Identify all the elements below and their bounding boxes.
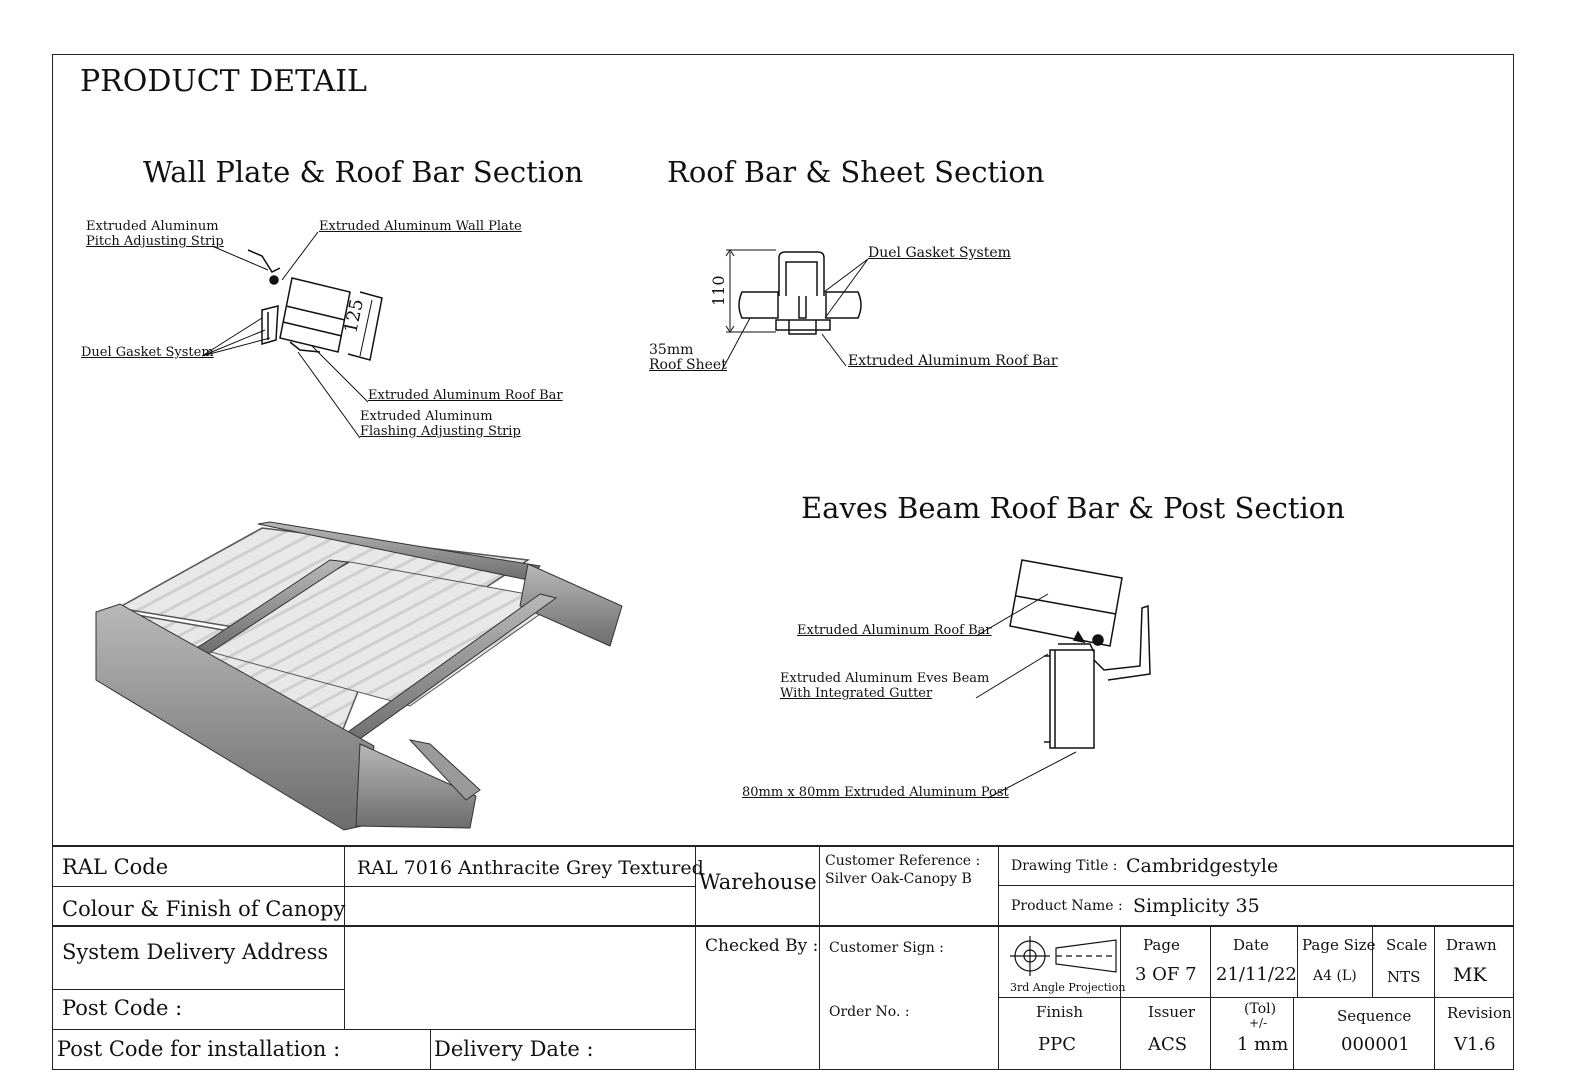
roof-sheet-section-title: Roof Bar & Sheet Section: [667, 155, 1045, 189]
page-label: Page: [1143, 936, 1180, 954]
canopy-3d-render: [95, 521, 623, 831]
drawing-frame: [52, 54, 1514, 1070]
flashing-label-line2: Flashing Adjusting Strip: [360, 424, 521, 439]
eaves-roof-bar-label: Extruded Aluminum Roof Bar: [797, 623, 992, 638]
sheet-roof-bar-label: Extruded Aluminum Roof Bar: [848, 353, 1058, 369]
sequence-label: Sequence: [1337, 1007, 1412, 1025]
warehouse-label: Warehouse: [699, 870, 817, 894]
roof-sheet-label-line1: 35mm: [649, 342, 694, 358]
page-value: 3 OF 7: [1135, 964, 1197, 985]
colour-finish-label: Colour & Finish of Canopy: [62, 897, 346, 921]
sheet-gasket-label: Duel Gasket System: [868, 245, 1011, 261]
wall-gasket-label: Duel Gasket System: [81, 345, 214, 360]
checked-by-label: Checked By :: [705, 936, 819, 956]
date-value: 21/11/22: [1216, 964, 1297, 985]
page-size-label: Page Size: [1302, 936, 1376, 954]
eaves-section-drawing: [975, 559, 1151, 799]
tolerance-value: 1 mm: [1237, 1034, 1289, 1055]
post-code-install-label: Post Code for installation :: [57, 1037, 341, 1061]
date-label: Date: [1233, 936, 1269, 954]
post-label: 80mm x 80mm Extruded Aluminum Post: [742, 785, 1009, 800]
flashing-label-line1: Extruded Aluminum: [360, 409, 493, 424]
issuer-value: ACS: [1148, 1034, 1188, 1055]
customer-reference-value: Silver Oak-Canopy B: [825, 871, 972, 887]
scale-label: Scale: [1386, 936, 1428, 954]
ral-code-value: RAL 7016 Anthracite Grey Textured: [357, 857, 704, 879]
finish-label: Finish: [1036, 1003, 1084, 1021]
page-size-value: A4 (L): [1313, 968, 1357, 984]
roof-sheet-dimension: 110: [709, 275, 728, 306]
revision-value: V1.6: [1454, 1034, 1496, 1055]
tolerance-label-line2: +/-: [1249, 1016, 1268, 1030]
eaves-beam-label-line1: Extruded Aluminum Eves Beam: [780, 671, 990, 686]
product-name-label: Product Name :: [1011, 898, 1123, 914]
eaves-beam-label-line2: With Integrated Gutter: [780, 686, 933, 701]
drawing-title-value: Cambridgestyle: [1126, 855, 1279, 877]
wall-plate-section-drawing: [201, 231, 383, 439]
roof-sheet-section-drawing: [721, 249, 869, 371]
pitch-strip-label-line2: Pitch Adjusting Strip: [86, 234, 224, 249]
wall-plate-section-title: Wall Plate & Roof Bar Section: [143, 155, 584, 189]
revision-label: Revision: [1447, 1004, 1512, 1022]
page-heading: PRODUCT DETAIL: [80, 64, 367, 99]
roof-sheet-label-line2: Roof Sheet: [649, 357, 727, 373]
ral-code-label: RAL Code: [62, 855, 169, 879]
finish-value: PPC: [1038, 1034, 1076, 1055]
customer-reference-label: Customer Reference :: [825, 853, 981, 869]
post-code-label: Post Code :: [62, 996, 183, 1020]
wall-plate-label: Extruded Aluminum Wall Plate: [319, 219, 522, 234]
tolerance-label-line1: (Tol): [1244, 1001, 1277, 1017]
product-name-value: Simplicity 35: [1133, 895, 1260, 917]
eaves-section-title: Eaves Beam Roof Bar & Post Section: [801, 491, 1345, 525]
delivery-date-label: Delivery Date :: [434, 1037, 594, 1061]
customer-sign-label: Customer Sign :: [829, 940, 944, 956]
pitch-strip-label-line1: Extruded Aluminum: [86, 219, 219, 234]
scale-value: NTS: [1387, 968, 1421, 986]
order-no-label: Order No. :: [829, 1004, 910, 1020]
sequence-value: 000001: [1341, 1034, 1410, 1055]
drawing-title-label: Drawing Title :: [1011, 858, 1118, 874]
projection-label: 3rd Angle Projection: [1010, 981, 1126, 994]
issuer-label: Issuer: [1148, 1003, 1196, 1021]
drawn-label: Drawn: [1446, 936, 1497, 954]
wall-roof-bar-label: Extruded Aluminum Roof Bar: [368, 388, 563, 403]
drawn-value: MK: [1453, 964, 1487, 986]
delivery-address-label: System Delivery Address: [62, 940, 329, 964]
